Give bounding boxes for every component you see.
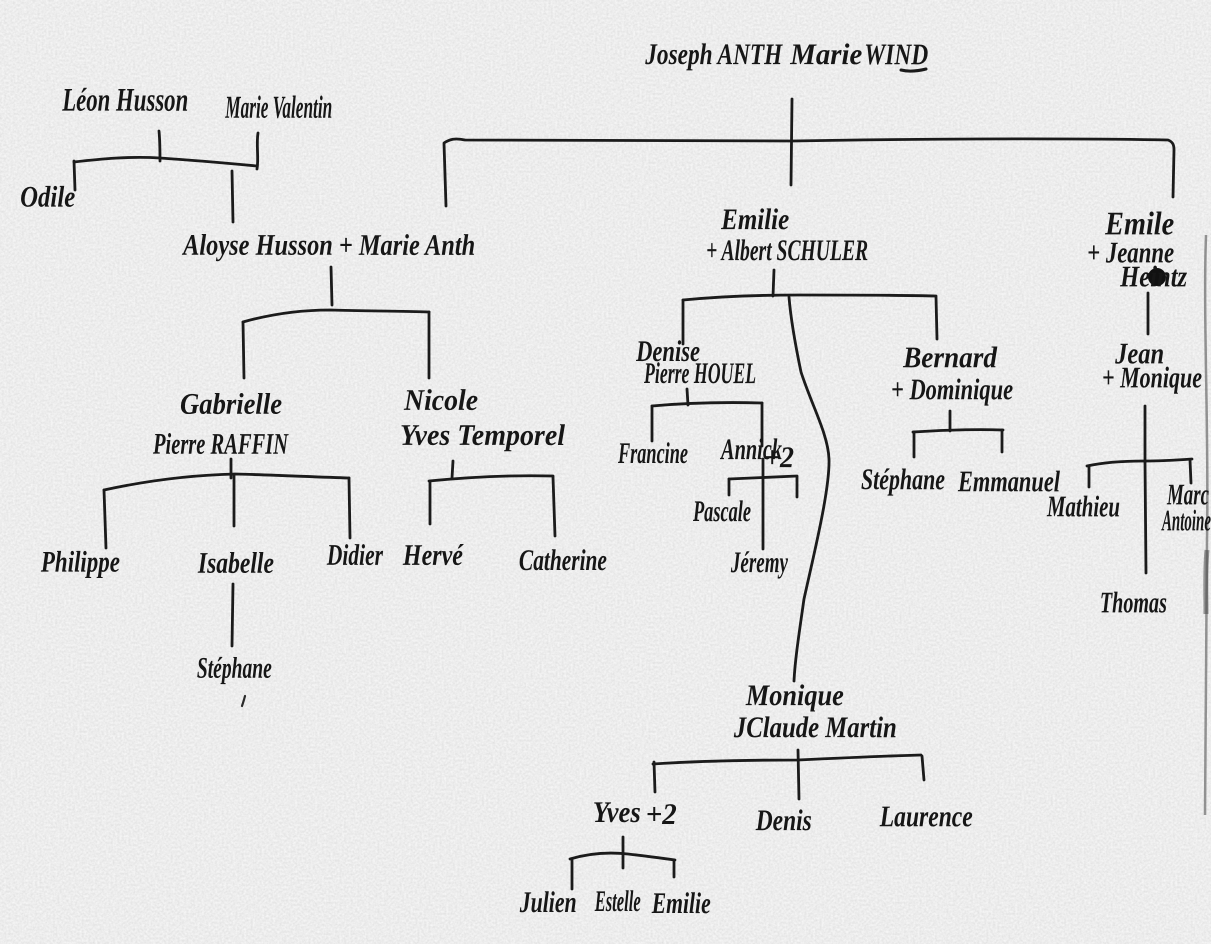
svg-text:JClaude Martin: JClaude Martin: [733, 711, 897, 744]
svg-text:Pierre RAFFIN: Pierre RAFFIN: [152, 428, 289, 461]
svg-text:Isabelle: Isabelle: [197, 547, 274, 580]
svg-text:Nicole: Nicole: [403, 384, 478, 417]
svg-text:+2: +2: [764, 441, 794, 474]
svg-text:Yves: Yves: [593, 796, 641, 829]
svg-text:Denise: Denise: [635, 335, 700, 368]
svg-text:Odile: Odile: [20, 181, 75, 214]
svg-text:Aloyse Husson + Marie Anth: Aloyse Husson + Marie Anth: [182, 229, 476, 262]
svg-text:Pierre HOUEL: Pierre HOUEL: [643, 357, 756, 390]
svg-text:Emmanuel: Emmanuel: [957, 465, 1060, 498]
svg-text:Marie Valentin: Marie Valentin: [225, 89, 333, 125]
svg-text:Pascale: Pascale: [692, 495, 751, 528]
svg-text:Philippe: Philippe: [40, 546, 120, 579]
svg-text:Léon Husson: Léon Husson: [62, 83, 189, 119]
svg-text:Gabrielle: Gabrielle: [180, 388, 282, 421]
svg-text:Emilie: Emilie: [720, 203, 789, 236]
svg-text:Joseph ANTH: Joseph ANTH: [645, 38, 784, 71]
svg-text:Jean: Jean: [1114, 337, 1164, 370]
svg-text:Estelle: Estelle: [594, 885, 641, 918]
svg-text:Emilie: Emilie: [651, 887, 711, 920]
svg-text:+ Monique: + Monique: [1102, 361, 1202, 394]
svg-text:+2: +2: [646, 798, 677, 831]
svg-text:Marc: Marc: [1166, 478, 1209, 511]
svg-text:Didier: Didier: [326, 539, 383, 572]
svg-text:+ Albert SCHULER: + Albert SCHULER: [706, 234, 868, 267]
svg-text:Yves Temporel: Yves Temporel: [400, 419, 566, 452]
svg-text:Stéphane: Stéphane: [861, 463, 945, 496]
svg-text:WIND: WIND: [864, 38, 928, 71]
svg-text:Bernard: Bernard: [902, 341, 998, 374]
svg-text:Marie: Marie: [789, 38, 862, 71]
svg-text:Francine: Francine: [617, 437, 688, 470]
svg-text:Laurence: Laurence: [879, 800, 973, 833]
svg-text:Monique: Monique: [745, 679, 844, 712]
svg-text:Thomas: Thomas: [1100, 586, 1167, 619]
svg-text:Antoine: Antoine: [1161, 504, 1211, 537]
svg-text:Hervé: Hervé: [402, 539, 464, 572]
svg-text:+ Jeanne: + Jeanne: [1087, 236, 1174, 269]
svg-text:Emile: Emile: [1104, 206, 1174, 242]
svg-text:Julien: Julien: [519, 886, 577, 919]
svg-text:Heintz: Heintz: [1119, 260, 1187, 293]
svg-text:Stéphane: Stéphane: [197, 652, 272, 685]
svg-text:Jéremy: Jéremy: [730, 546, 788, 579]
svg-text:Denis: Denis: [755, 804, 812, 837]
svg-text:+ Dominique: + Dominique: [891, 373, 1013, 406]
svg-text:Catherine: Catherine: [519, 544, 607, 577]
svg-text:Annick: Annick: [720, 433, 782, 466]
svg-text:Mathieu: Mathieu: [1046, 490, 1120, 523]
